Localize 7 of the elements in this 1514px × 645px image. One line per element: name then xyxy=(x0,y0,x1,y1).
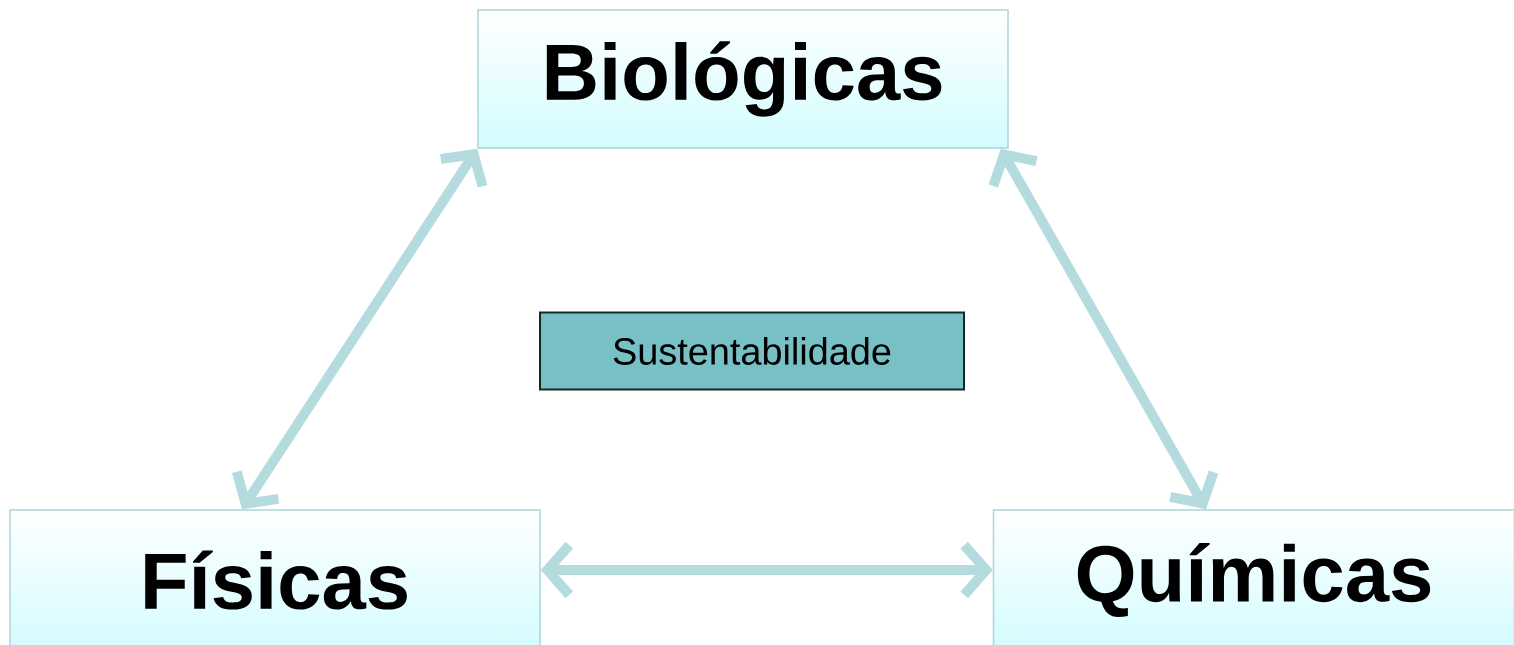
double-arrow xyxy=(540,541,993,599)
center-box: Sustentabilidade xyxy=(539,311,965,391)
category-box: Químicas xyxy=(992,509,1514,645)
category-box: Físicas xyxy=(9,509,541,645)
double-arrow xyxy=(988,148,1219,510)
category-box: Biológicas xyxy=(477,9,1009,149)
double-arrow xyxy=(231,148,488,510)
